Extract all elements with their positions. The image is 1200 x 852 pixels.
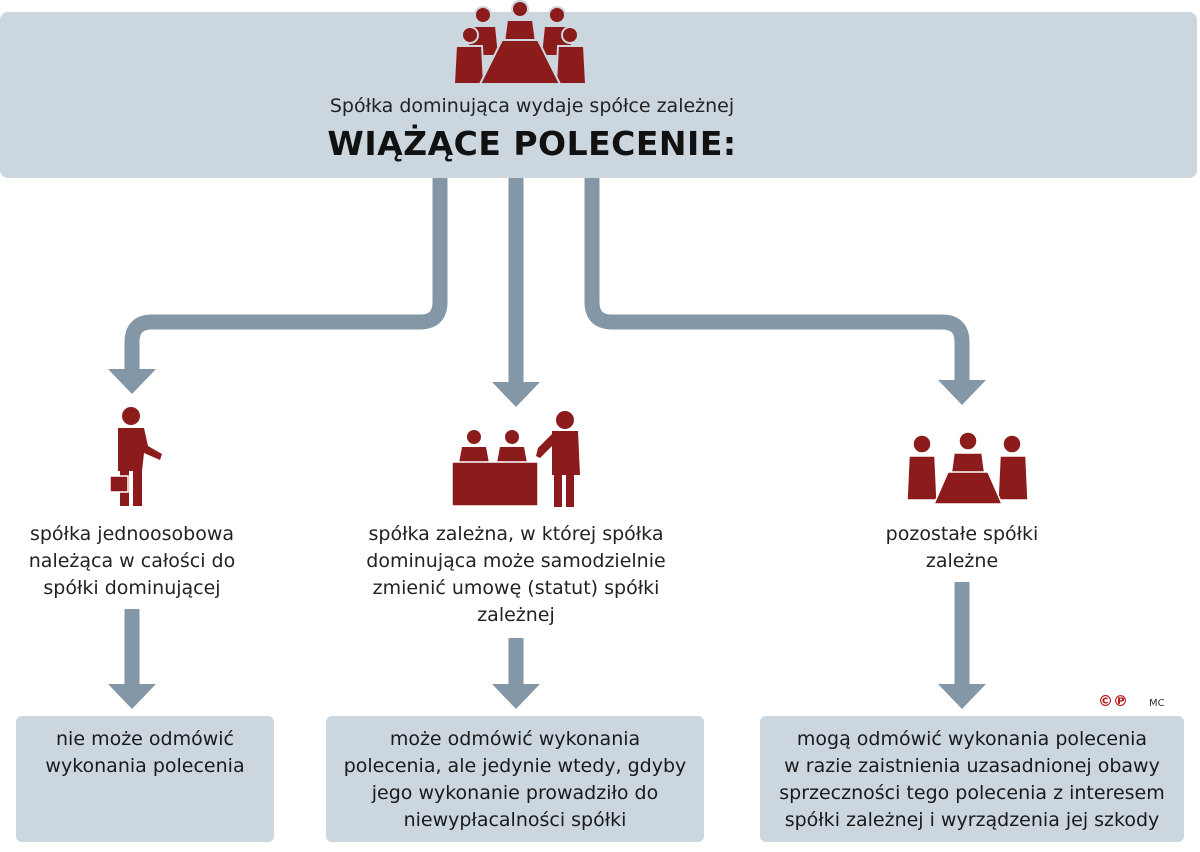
caption-line: zmienić umowę (statut) spółki — [372, 577, 660, 599]
result-line: nie może odmówić — [56, 728, 234, 750]
connector-right — [584, 178, 970, 382]
result-line: mogą odmówić wykonania polecenia — [796, 728, 1148, 750]
header-title: WIĄŻĄCE POLECENIE: — [327, 124, 737, 163]
caption-line: należąca w całości do — [28, 550, 236, 572]
arrowhead-left — [108, 369, 156, 394]
result-line: spółki zależnej i wyrządzenia jej szkody — [784, 809, 1160, 831]
caption-line: spółka zależna, w której spółka — [368, 523, 664, 545]
caption-single-member-company: spółka jednoosobowa należąca w całości d… — [12, 521, 252, 602]
caption-line: pozostałe spółki — [885, 523, 1039, 545]
copyright-mark: ©℗ — [1098, 692, 1128, 710]
result-line: w razie zaistnienia uzasadnionej obawy — [784, 755, 1160, 777]
presenter-with-panel-icon — [451, 411, 580, 507]
board-meeting-icon — [452, 0, 588, 85]
connector-left — [124, 178, 448, 372]
arrowhead-center-down — [492, 684, 540, 709]
result-line: niewypłacalności spółki — [403, 809, 627, 831]
arrowhead-right — [938, 380, 986, 405]
three-people-table-icon — [906, 432, 1029, 505]
caption-line: spółka jednoosobowa — [29, 523, 235, 545]
author-initials: MC — [1149, 698, 1165, 709]
businessman-briefcase-icon — [109, 407, 162, 506]
arrowhead-center — [492, 382, 540, 407]
header-box — [0, 12, 1197, 178]
result-box-may-refuse-insolvency: może odmówić wykonania polecenia, ale je… — [326, 716, 704, 842]
caption-other-subsidiaries: pozostałe spółki zależne — [862, 521, 1062, 575]
result-line: może odmówić wykonania — [389, 728, 641, 750]
caption-line: dominująca może samodzielnie — [366, 550, 666, 572]
result-line: wykonania polecenia — [45, 755, 245, 777]
arrowhead-right-down — [938, 684, 986, 709]
result-box-may-refuse-conflict: mogą odmówić wykonania polecenia w razie… — [760, 716, 1184, 842]
caption-subsidiary-statute-change: spółka zależna, w której spółka dominują… — [346, 521, 686, 629]
result-line: polecenia, ale jedynie wtedy, gdyby — [343, 755, 687, 777]
result-line: jego wykonanie prowadziło do — [371, 782, 659, 804]
caption-line: zależne — [925, 550, 999, 572]
caption-line: zależnej — [477, 604, 555, 626]
header-subtitle: Spółka dominująca wydaje spółce zależnej — [329, 95, 735, 117]
caption-line: spółki dominującej — [43, 577, 221, 599]
result-box-cannot-refuse: nie może odmówić wykonania polecenia — [16, 716, 274, 842]
result-line: sprzeczności tego polecenia z interesem — [779, 782, 1165, 804]
arrowhead-left-down — [108, 684, 156, 709]
